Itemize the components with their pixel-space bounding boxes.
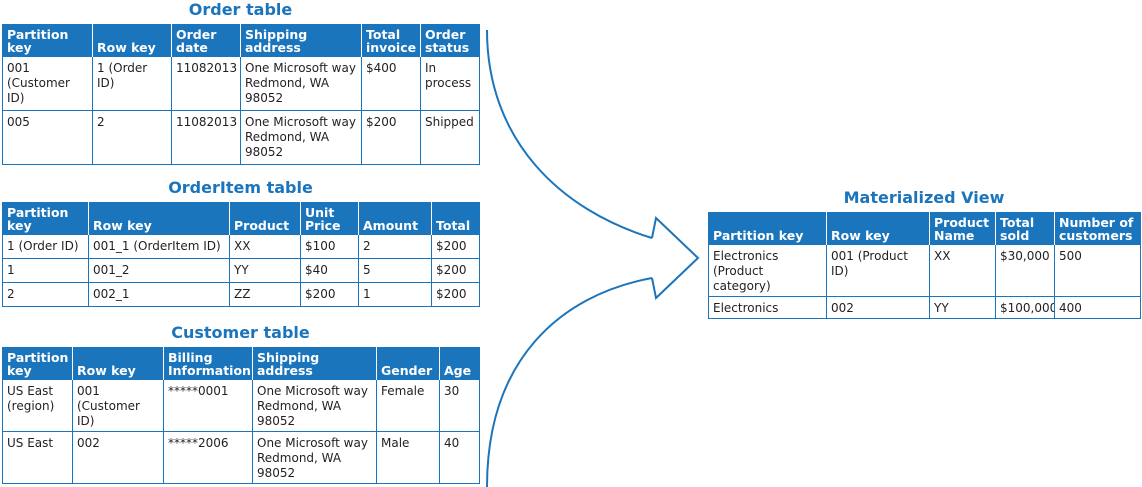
table-cell: *****0001 [163, 379, 253, 432]
orderitem-table-header-cell: Total [431, 202, 480, 235]
orderitem-table-header-cell: Unit Price [300, 202, 359, 235]
table-cell: 500 [1054, 244, 1141, 297]
order-table-header-cell: Order date [171, 24, 241, 57]
materialized-view-table: Partition key Row key Product Name Total… [708, 212, 1141, 319]
table-cell: $200 [431, 258, 480, 283]
table-cell: $400 [361, 56, 421, 111]
table-cell: 002 [826, 296, 930, 319]
arrow-head-icon [651, 216, 700, 300]
table-cell: One Microsoft way Redmond, WA 98052 [240, 110, 362, 165]
table-cell: 1 [358, 282, 432, 307]
table-cell: $200 [431, 282, 480, 307]
customer-table-title: Customer table [171, 323, 310, 342]
table-row: Electronics (Product category) 001 (Prod… [708, 244, 1141, 297]
orderitem-table-header-row: Partition key Row key Product Unit Price… [2, 202, 480, 235]
table-cell: 001 (Product ID) [826, 244, 930, 297]
order-table-title: Order table [188, 0, 293, 19]
orderitem-table-header-cell: Row key [88, 202, 230, 235]
table-cell: 001 (Customer ID) [72, 379, 164, 432]
table-cell: YY [929, 296, 996, 319]
table-cell: 2 [92, 110, 172, 165]
table-cell: One Microsoft way Redmond, WA 98052 [240, 56, 362, 111]
table-cell: 30 [439, 379, 480, 432]
orderitem-table-title: OrderItem table [168, 178, 313, 197]
table-cell: 001 (Customer ID) [2, 56, 93, 111]
materialized-view-header-cell: Partition key [708, 212, 827, 245]
order-table-header-cell: Total invoice [361, 24, 421, 57]
table-cell: 1 (Order ID) [92, 56, 172, 111]
orderitem-table-header-cell: Partition key [2, 202, 89, 235]
order-table-header-cell: Row key [92, 24, 172, 57]
table-cell: Shipped [420, 110, 480, 165]
customer-table-header-cell: Partition key [2, 347, 73, 380]
customer-table-header-cell: Row key [72, 347, 164, 380]
top-curve [486, 29, 653, 239]
table-cell: Electronics (Product category) [708, 244, 827, 297]
orderitem-table: Partition key Row key Product Unit Price… [2, 202, 480, 307]
table-cell: $40 [300, 258, 359, 283]
table-row: 001 (Customer ID) 1 (Order ID) 11082013 … [2, 56, 480, 111]
orderitem-table-header-cell: Amount [358, 202, 432, 235]
customer-table-header-cell: Gender [376, 347, 440, 380]
order-table: Partition key Row key Order date Shippin… [2, 24, 480, 165]
table-cell: 400 [1054, 296, 1141, 319]
table-row: 005 2 11082013 One Microsoft way Redmond… [2, 110, 480, 165]
order-table-header-cell: Order status [420, 24, 480, 57]
table-cell: 11082013 [171, 110, 241, 165]
table-cell: YY [229, 258, 301, 283]
table-cell: ZZ [229, 282, 301, 307]
table-cell: 40 [439, 431, 480, 484]
table-cell: US East [2, 431, 73, 484]
table-cell: Male [376, 431, 440, 484]
table-cell: 1 [2, 258, 89, 283]
materialized-view-header-row: Partition key Row key Product Name Total… [708, 212, 1141, 245]
table-cell: XX [929, 244, 996, 297]
customer-table: Partition key Row key Billing Informatio… [2, 347, 480, 484]
table-cell: 2 [2, 282, 89, 307]
table-cell: $200 [361, 110, 421, 165]
table-cell: *****2006 [163, 431, 253, 484]
table-cell: Electronics [708, 296, 827, 319]
materialized-view-header-cell: Total sold [995, 212, 1055, 245]
order-table-header-cell: Partition key [2, 24, 93, 57]
table-cell: 001_2 [88, 258, 230, 283]
table-cell: US East (region) [2, 379, 73, 432]
table-row: Electronics 002 YY $100,000 400 [708, 296, 1141, 319]
order-table-header-cell: Shipping address [240, 24, 362, 57]
table-cell: 002 [72, 431, 164, 484]
table-cell: 1 (Order ID) [2, 234, 89, 259]
table-row: 1 001_2 YY $40 5 $200 [2, 258, 480, 283]
materialized-view-header-cell: Row key [826, 212, 930, 245]
table-cell: $200 [300, 282, 359, 307]
customer-table-header-cell: Shipping address [252, 347, 377, 380]
table-cell: XX [229, 234, 301, 259]
table-cell: 005 [2, 110, 93, 165]
table-cell: $200 [431, 234, 480, 259]
table-cell: 002_1 [88, 282, 230, 307]
orderitem-table-header-cell: Product [229, 202, 301, 235]
materialized-view-header-cell: Product Name [929, 212, 996, 245]
table-cell: 001_1 (OrderItem ID) [88, 234, 230, 259]
table-row: US East (region) 001 (Customer ID) *****… [2, 379, 480, 432]
table-cell: One Microsoft way Redmond, WA 98052 [252, 379, 377, 432]
table-cell: One Microsoft way Redmond, WA 98052 [252, 431, 377, 484]
table-row: 1 (Order ID) 001_1 (OrderItem ID) XX $10… [2, 234, 480, 259]
table-cell: 2 [358, 234, 432, 259]
customer-table-header-row: Partition key Row key Billing Informatio… [2, 347, 480, 380]
table-cell: $100 [300, 234, 359, 259]
table-cell: In process [420, 56, 480, 111]
bottom-curve [486, 277, 653, 487]
materialized-view-header-cell: Number of customers [1054, 212, 1141, 245]
table-cell: Female [376, 379, 440, 432]
table-cell: $30,000 [995, 244, 1055, 297]
table-cell: 11082013 [171, 56, 241, 111]
materialized-view-title: Materialized View [843, 188, 1005, 207]
order-table-header-row: Partition key Row key Order date Shippin… [2, 24, 480, 57]
table-cell: $100,000 [995, 296, 1055, 319]
table-row: 2 002_1 ZZ $200 1 $200 [2, 282, 480, 307]
table-cell: 5 [358, 258, 432, 283]
customer-table-header-cell: Billing Information [163, 347, 253, 380]
customer-table-header-cell: Age [439, 347, 480, 380]
table-row: US East 002 *****2006 One Microsoft way … [2, 431, 480, 484]
